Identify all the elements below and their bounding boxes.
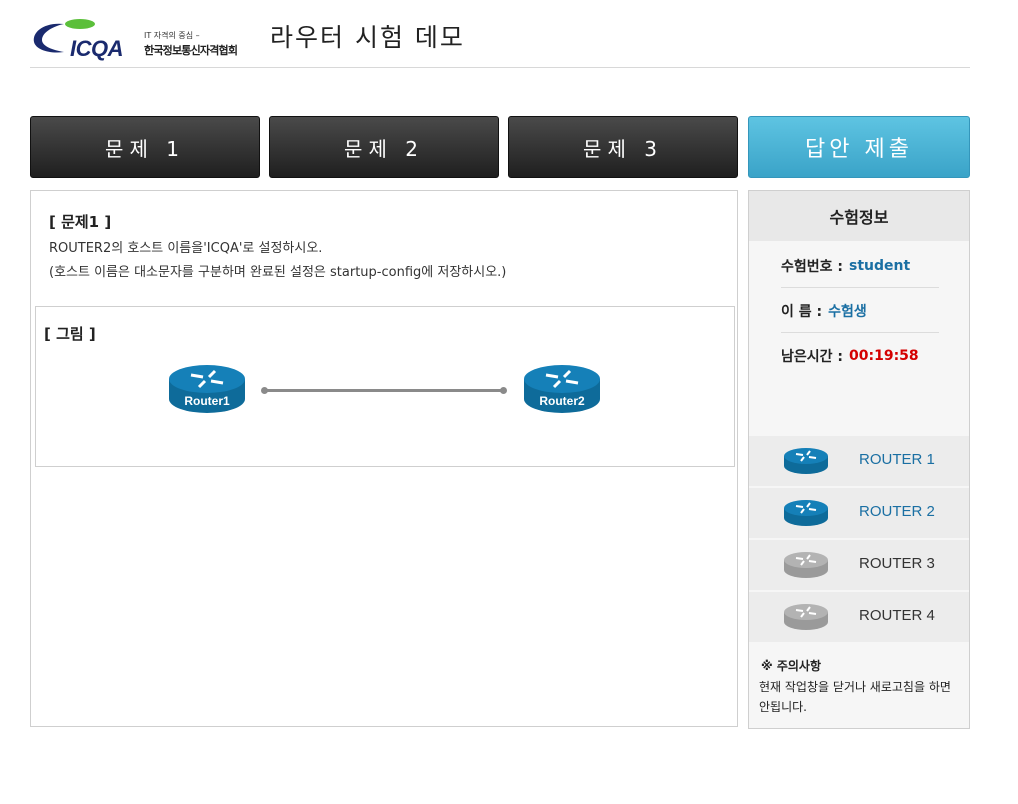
- question-tabs: 문제 1 문제 2 문제 3 답안 제출: [30, 116, 970, 178]
- submit-answer-button[interactable]: 답안 제출: [748, 116, 970, 178]
- question-title: [ 문제1 ]: [49, 213, 112, 231]
- question-note: (호스트 이름은 대소문자를 구분하며 완료된 설정은 startup-conf…: [49, 265, 507, 280]
- router1-label: Router1: [184, 394, 230, 408]
- router2-label: Router2: [539, 394, 585, 408]
- router-list-item-3[interactable]: ROUTER 3: [749, 540, 969, 590]
- router-list-item-4[interactable]: ROUTER 4: [749, 592, 969, 642]
- logo-mark-icon: [33, 19, 95, 53]
- header: ICQA IT 자격의 중심 – 한국정보통신자격협회 라우터 시험 데모: [30, 12, 970, 68]
- router-list: ROUTER 1 ROUTER 2 ROUTER 3 RO: [749, 436, 969, 644]
- exam-info-panel: 수험정보 수험번호 : student 이 름 : 수험생 남은시간 : 00:…: [748, 190, 970, 729]
- exam-name-value: 수험생: [828, 303, 867, 320]
- network-link: [261, 387, 507, 394]
- exam-id-value: student: [849, 257, 911, 274]
- router-list-label: ROUTER 2: [859, 503, 935, 520]
- question-panel: [ 문제1 ] ROUTER2의 호스트 이름을'ICQA'로 설정하시오. (…: [30, 190, 738, 727]
- tab-question-3[interactable]: 문제 3: [508, 116, 738, 178]
- remaining-time-value: 00:19:58: [849, 348, 919, 364]
- icqa-logo: ICQA IT 자격의 중심 – 한국정보통신자격협회: [30, 16, 245, 61]
- logo-org-name: 한국정보통신자격협회: [144, 44, 238, 57]
- figure-label: [ 그림 ]: [44, 325, 96, 343]
- logo-word: ICQA: [70, 36, 124, 61]
- exam-info-title: 수험정보: [749, 191, 969, 241]
- question-text: ROUTER2의 호스트 이름을'ICQA'로 설정하시오.: [49, 241, 323, 256]
- router-icon: [784, 500, 828, 526]
- notice-title: ※ 주의사항: [761, 659, 822, 673]
- remaining-time-label: 남은시간 :: [781, 349, 843, 365]
- router-icon: [784, 604, 828, 630]
- logo-tagline: IT 자격의 중심 –: [144, 31, 200, 40]
- notice-body: 현재 작업창을 닫거나 새로고침을 하면 안됩니다.: [759, 680, 951, 714]
- router-list-label: ROUTER 3: [859, 555, 935, 572]
- page-title: 라우터 시험 데모: [270, 23, 465, 52]
- tab-question-1[interactable]: 문제 1: [30, 116, 260, 178]
- router-list-label: ROUTER 1: [859, 451, 935, 468]
- exam-name-label: 이 름 :: [781, 303, 823, 320]
- router-list-label: ROUTER 4: [859, 607, 935, 624]
- router-icon: [784, 552, 828, 578]
- router-icon: [784, 448, 828, 474]
- exam-name-row: 이 름 : 수험생: [781, 289, 939, 333]
- router2-icon: Router2: [522, 361, 602, 417]
- router-list-item-2[interactable]: ROUTER 2: [749, 488, 969, 538]
- exam-id-row: 수험번호 : student: [781, 244, 939, 288]
- router1-icon: Router1: [167, 361, 247, 417]
- router-list-item-1[interactable]: ROUTER 1: [749, 436, 969, 486]
- tab-question-2[interactable]: 문제 2: [269, 116, 499, 178]
- topology-figure: [ 그림 ] Router1 Router: [35, 306, 735, 467]
- remaining-time-row: 남은시간 : 00:19:58: [781, 334, 939, 378]
- exam-id-label: 수험번호 :: [781, 258, 843, 275]
